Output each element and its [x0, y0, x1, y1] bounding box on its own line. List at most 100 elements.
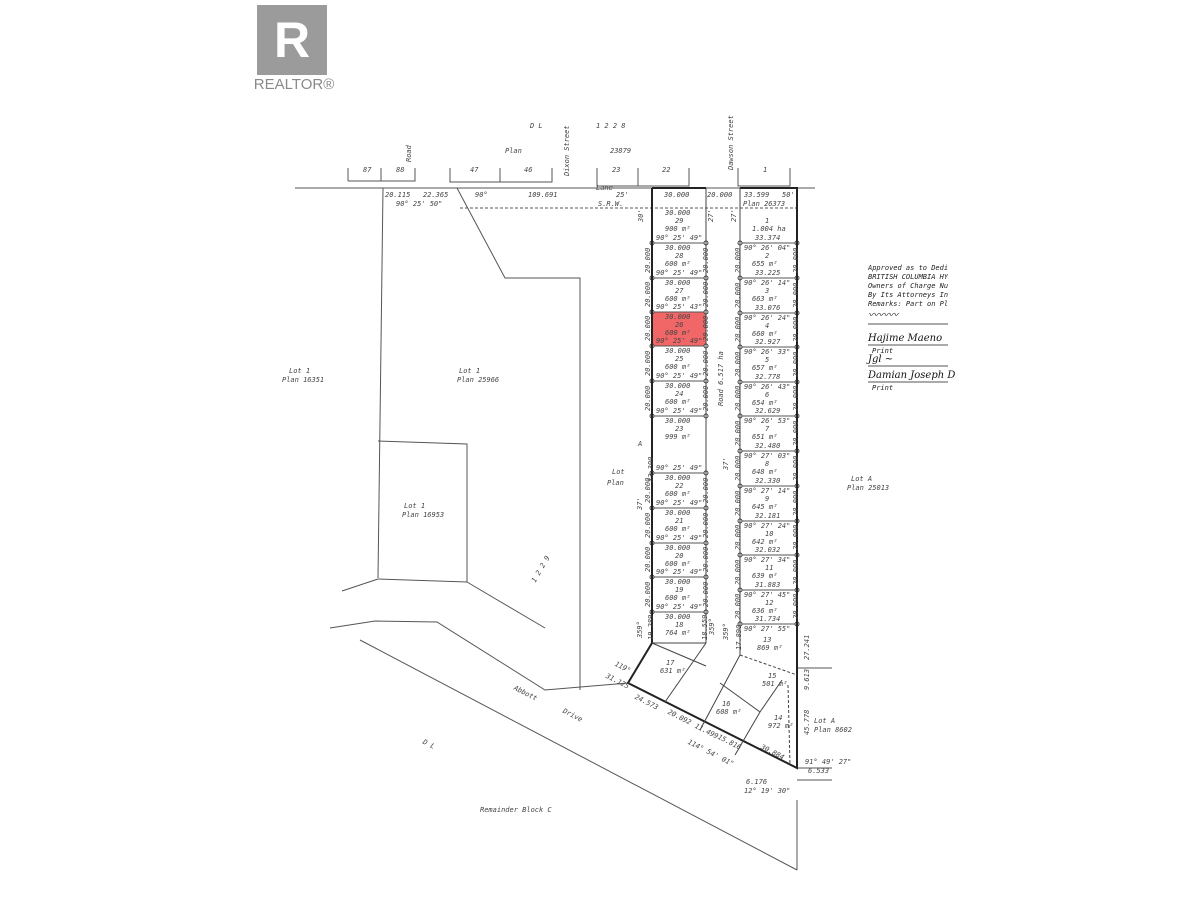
- lot-depth-dim: 20.000: [734, 247, 742, 273]
- lot-depth-dim: 20.000: [792, 524, 800, 550]
- dim-label: 20.115: [385, 191, 411, 199]
- signer-2-print-name: Damian Joseph D: [868, 370, 956, 381]
- angle-label: 359°: [722, 623, 730, 640]
- lot-area: 972 m²: [768, 722, 794, 730]
- lot-area: 660 m²: [752, 330, 778, 338]
- lot-depth-dim: 20.000: [734, 316, 742, 342]
- plan-label: Plan: [607, 479, 624, 487]
- dim-label: 25': [616, 191, 629, 199]
- plan-label: Plan: [505, 147, 522, 155]
- lot-a-label: Lot A: [814, 717, 836, 725]
- lot-depth-dim: 20.000: [734, 524, 742, 550]
- highlighted-lot-26[interactable]: [652, 312, 706, 346]
- srw-label: S.R.W.: [598, 200, 624, 208]
- dim-label: 30.000: [664, 191, 690, 199]
- approval-text-line: Approved as to Dedicat: [868, 264, 948, 272]
- dim-label: 45.778: [803, 709, 811, 735]
- lot-bearing: 90° 25' 49": [656, 464, 703, 472]
- approval-text-line: Owners of Charge Numbe: [868, 282, 948, 290]
- lot-width-dim: 30.000: [665, 279, 691, 287]
- lot-number: 8: [765, 460, 770, 468]
- lot-bearing: 90° 27' 55": [744, 625, 791, 633]
- approval-text-line: Remarks: Part on Plan: [868, 300, 948, 308]
- lot-area: 600 m²: [665, 398, 691, 406]
- lot-a-label: A: [638, 440, 643, 448]
- lot-depth-dim: 20.000: [792, 593, 800, 619]
- lot-width-dim: 31.883: [755, 581, 781, 589]
- lot-1-plan-16953-outline: [377, 440, 468, 583]
- lot-depth-dim: 20.000: [734, 385, 742, 411]
- angle-label: 90°: [475, 191, 488, 199]
- lot-13-bottom: [739, 654, 798, 676]
- lot-depth-dim: 20.000: [644, 581, 652, 607]
- lot-width-dim: 30.000: [665, 544, 691, 552]
- lot-bearing: 90° 26' 14": [744, 279, 791, 287]
- lot-label: Lot 1: [404, 502, 426, 510]
- lot-width-dim: 32.330: [755, 477, 781, 485]
- road-line: [466, 581, 546, 629]
- lot-number: 2: [765, 252, 770, 260]
- dim-label: 33.599: [744, 191, 770, 199]
- lot-depth-dim: 20.000: [644, 315, 652, 341]
- lot-number: 11: [765, 564, 774, 572]
- lot-46-label: 46: [524, 166, 533, 174]
- dim-label: 50': [782, 191, 795, 199]
- lot-depth-dim: 20.000: [792, 420, 800, 446]
- lot-width-dim: 30.000: [665, 313, 691, 321]
- lot-area: 636 m²: [752, 607, 778, 615]
- dim-label: 109.691: [528, 191, 558, 199]
- dim-label: 19.289: [647, 614, 655, 640]
- lot-depth-dim: 20.000: [734, 559, 742, 585]
- lot-width-dim: 30.000: [665, 578, 691, 586]
- lot-area: 608 m²: [716, 708, 742, 716]
- approval-text-line: BRITISH COLUMBIA HYDRO: [868, 273, 948, 281]
- lot-number: 4: [765, 322, 770, 330]
- lot-width-dim: 33.076: [755, 304, 781, 312]
- plan-label: Plan 16351: [282, 376, 325, 384]
- lot-bearing: 90° 27' 34": [744, 556, 791, 564]
- lot-label: Lot: [612, 468, 625, 476]
- lot-bearing: 90° 26' 53": [744, 417, 791, 425]
- lot-area: 648 m²: [752, 468, 778, 476]
- lot-area: 600 m²: [665, 329, 691, 337]
- lot-bearing: 90° 25' 43": [656, 303, 703, 311]
- lot-depth-dim: 20.000: [792, 455, 800, 481]
- plan-label: Plan 25966: [457, 376, 500, 384]
- lot-depth-dim: 20.000: [644, 281, 652, 307]
- lot-width-dim: 31.734: [755, 615, 781, 623]
- lot-bearing: 90° 25' 49": [656, 234, 703, 242]
- lot-15-16-line: [719, 682, 761, 713]
- lot-depth-dim: 20.000: [644, 546, 652, 572]
- lot-depth-dim: 20.000: [734, 282, 742, 308]
- angle-label: 27': [730, 209, 738, 222]
- approval-text-line: By Its Attorneys In Fa: [868, 291, 948, 299]
- lot-bearing: 90° 27' 14": [744, 487, 791, 495]
- lot-number: 1: [765, 217, 770, 225]
- lot-width-dim: 32.629: [755, 407, 781, 415]
- subdivision-boundary: [626, 187, 798, 770]
- angle-label: 359°: [708, 618, 716, 635]
- lot-number: 29: [675, 217, 684, 225]
- dim-label: 6.533: [808, 767, 830, 775]
- lot-depth-dim: 20.000: [702, 315, 710, 341]
- lot-depth-dim: 20.000: [644, 247, 652, 273]
- lot-23-label: 23: [612, 166, 621, 174]
- plan-label: Plan 16953: [402, 511, 445, 519]
- lot-number: 13: [763, 636, 772, 644]
- lot-number: 7: [765, 425, 770, 433]
- lot-area: 600 m²: [665, 295, 691, 303]
- lot-label: Lot 1: [289, 367, 311, 375]
- lot-depth-dim: 20.000: [734, 593, 742, 619]
- lot-area: 600 m²: [665, 363, 691, 371]
- dixon-street-label: Dixon Street: [563, 125, 571, 176]
- plan-26373-label: Plan 26373: [743, 200, 786, 208]
- lot-depth-dim: 20.000: [702, 512, 710, 538]
- realtor-logo-text: REALTOR®: [253, 76, 335, 93]
- lot-bearing: 90° 26' 43": [744, 383, 791, 391]
- lot-bearing: 90° 27' 45": [744, 591, 791, 599]
- realtor-logo: [257, 5, 327, 75]
- lot-bearing: 90° 25' 49": [656, 568, 703, 576]
- lot-number: 14: [774, 714, 783, 722]
- lot-bearing: 90° 26' 04": [744, 244, 791, 252]
- lot-depth-dim: 20.000: [644, 512, 652, 538]
